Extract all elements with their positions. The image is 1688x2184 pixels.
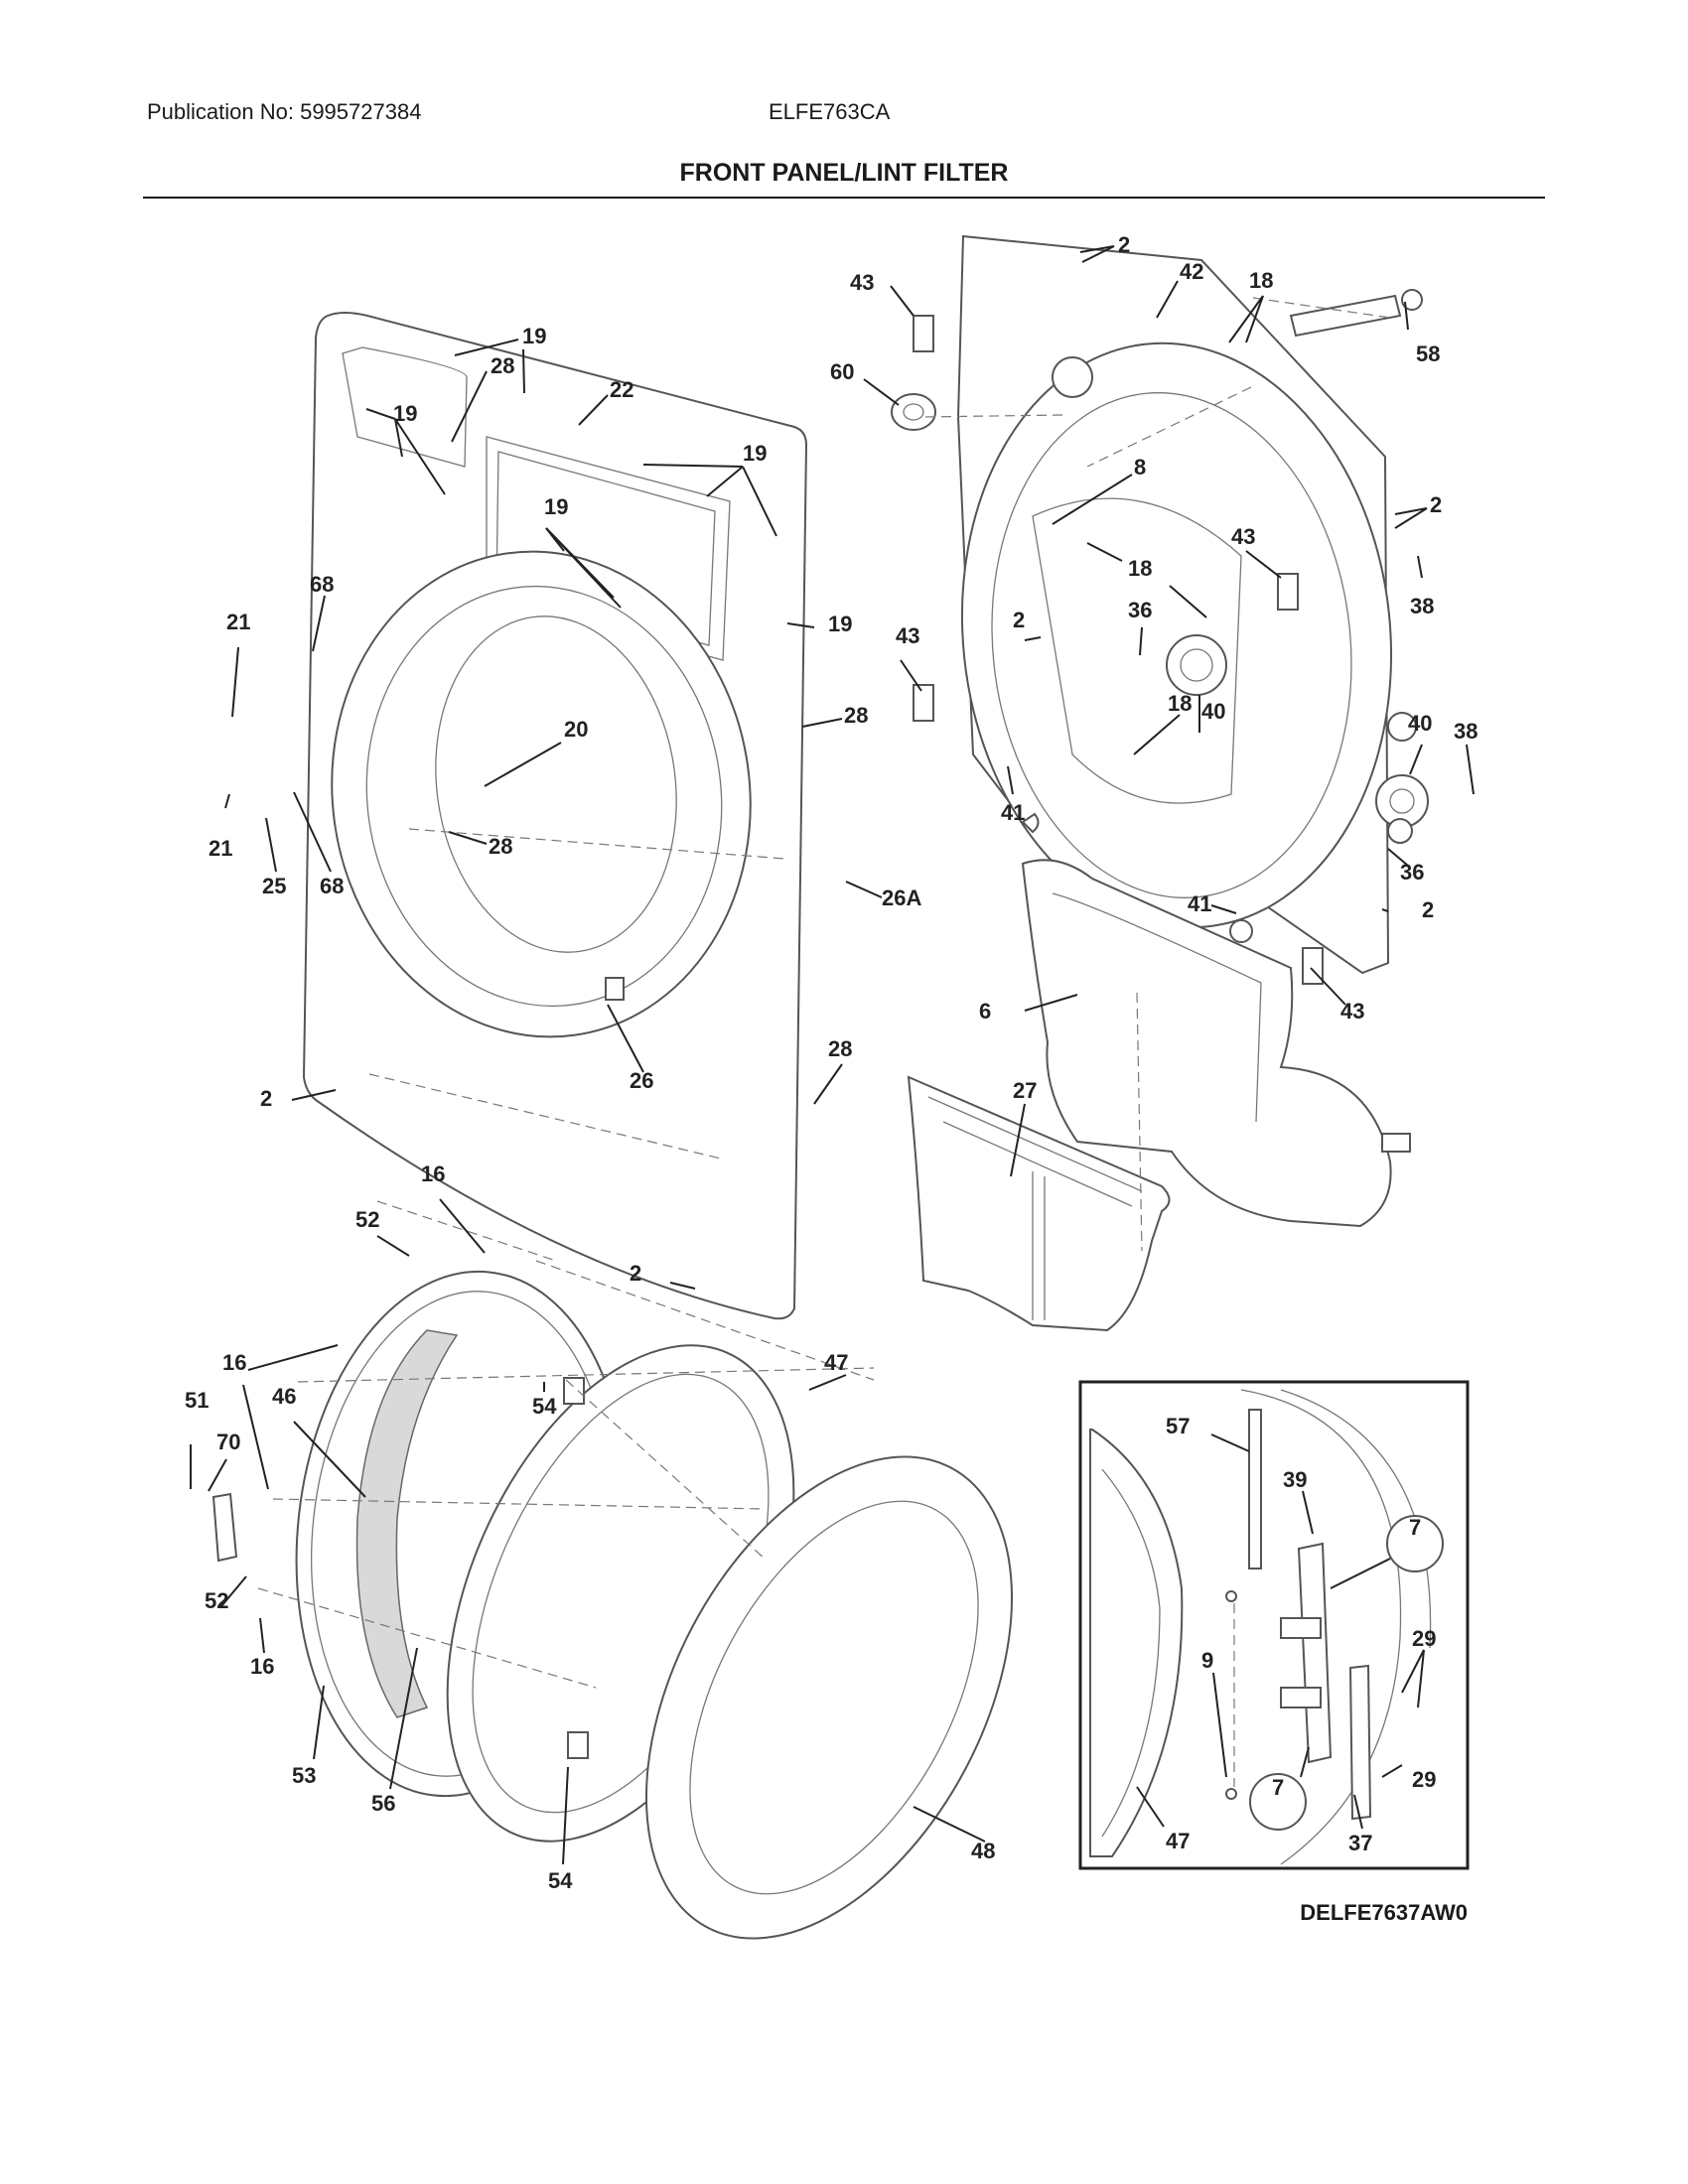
- callout-2-left: 2: [260, 1086, 272, 1111]
- callout-52-a: 52: [355, 1207, 379, 1232]
- callout-25: 25: [262, 874, 286, 898]
- front-panel-drawing: [302, 312, 808, 1320]
- callout-16-b: 16: [222, 1350, 246, 1375]
- callout-19-b: 19: [393, 401, 417, 426]
- callout-29-upper: 29: [1412, 1626, 1436, 1651]
- callout-60: 60: [830, 359, 854, 384]
- callout-28-b: 28: [844, 703, 868, 728]
- callout-21-a: 21: [226, 610, 250, 634]
- leader-lines: [190, 245, 1475, 1865]
- model-number: ELFE763CA: [769, 99, 891, 124]
- callout-26a: 26A: [882, 886, 921, 910]
- lint-filter-drawing: [907, 1075, 1171, 1332]
- bulkhead-drawing: [891, 234, 1429, 985]
- callout-41-a: 41: [1001, 800, 1025, 825]
- callout-28-d: 28: [828, 1036, 852, 1061]
- callout-38-lower: 38: [1454, 719, 1477, 744]
- page-title: FRONT PANEL/LINT FILTER: [679, 159, 1009, 187]
- callout-47-a: 47: [824, 1350, 848, 1375]
- callout-19-a: 19: [522, 324, 546, 348]
- publication-number: Publication No: 5995727384: [147, 99, 422, 124]
- callout-19-c: 19: [743, 441, 767, 466]
- callout-39: 39: [1283, 1467, 1307, 1492]
- callout-68-b: 68: [320, 874, 344, 898]
- callout-2-mid: 2: [1013, 608, 1025, 632]
- lint-duct-drawing: [1021, 859, 1411, 1228]
- callout-40-upper: 40: [1201, 699, 1225, 724]
- callout-18-lower: 18: [1168, 691, 1192, 716]
- callout-48: 48: [971, 1839, 995, 1863]
- callout-19-e: 19: [828, 612, 852, 636]
- callout-2-right-upper: 2: [1430, 492, 1442, 517]
- explosion-lines: [257, 297, 1391, 1689]
- callout-8: 8: [1134, 455, 1146, 479]
- callout-58: 58: [1416, 341, 1440, 366]
- callout-56: 56: [371, 1791, 395, 1816]
- callout-19-d: 19: [544, 494, 568, 519]
- callout-6: 6: [979, 999, 991, 1024]
- callout-43-left: 43: [896, 623, 919, 648]
- callout-7-lower: 7: [1272, 1775, 1284, 1800]
- callout-16-c: 16: [250, 1654, 274, 1679]
- callout-57: 57: [1166, 1414, 1190, 1438]
- callout-53: 53: [292, 1763, 316, 1788]
- callout-2-bottom: 2: [630, 1261, 641, 1286]
- callout-18-mid: 18: [1128, 556, 1152, 581]
- hinge-detail-inset: [1078, 1380, 1470, 1870]
- callout-16-a: 16: [421, 1161, 445, 1186]
- callout-2-top: 2: [1118, 232, 1130, 257]
- callout-43-mid: 43: [1231, 524, 1255, 549]
- callout-54-a: 54: [532, 1394, 557, 1419]
- callout-36-lower: 36: [1400, 860, 1424, 885]
- callout-29-lower: 29: [1412, 1767, 1436, 1792]
- callout-47-b: 47: [1166, 1829, 1190, 1853]
- callout-38-upper: 38: [1410, 594, 1434, 618]
- callout-37: 37: [1348, 1831, 1372, 1855]
- callout-54-b: 54: [548, 1868, 573, 1893]
- callout-70: 70: [216, 1430, 240, 1454]
- callout-7-upper: 7: [1409, 1515, 1421, 1540]
- callout-40-lower: 40: [1408, 711, 1432, 736]
- callout-2-right-lower: 2: [1422, 897, 1434, 922]
- callout-labels: 2 42 18 43 58 60 19 28 22 19 19 8 2 19 4…: [185, 232, 1477, 1893]
- callout-27: 27: [1013, 1078, 1037, 1103]
- callout-51: 51: [185, 1388, 209, 1413]
- callout-28-c: 28: [489, 834, 512, 859]
- callout-46: 46: [272, 1384, 296, 1409]
- callout-26: 26: [630, 1068, 653, 1093]
- callout-42: 42: [1180, 259, 1203, 284]
- callout-43-top: 43: [850, 270, 874, 295]
- door-assembly-drawing: [211, 1270, 1014, 1940]
- callout-21-b: 21: [209, 836, 232, 861]
- callout-41-b: 41: [1188, 891, 1211, 916]
- callout-28-a: 28: [491, 353, 514, 378]
- callout-36-upper: 36: [1128, 598, 1152, 622]
- callout-22: 22: [610, 377, 633, 402]
- callout-43-bottom: 43: [1340, 999, 1364, 1024]
- callout-18-top: 18: [1249, 268, 1273, 293]
- callout-52-b: 52: [205, 1588, 228, 1613]
- diagram-code: DELFE7637AW0: [1300, 1900, 1468, 1925]
- title-rule: [143, 197, 1545, 199]
- callout-20: 20: [564, 717, 588, 742]
- callout-68-a: 68: [310, 572, 334, 597]
- callout-9: 9: [1201, 1648, 1213, 1673]
